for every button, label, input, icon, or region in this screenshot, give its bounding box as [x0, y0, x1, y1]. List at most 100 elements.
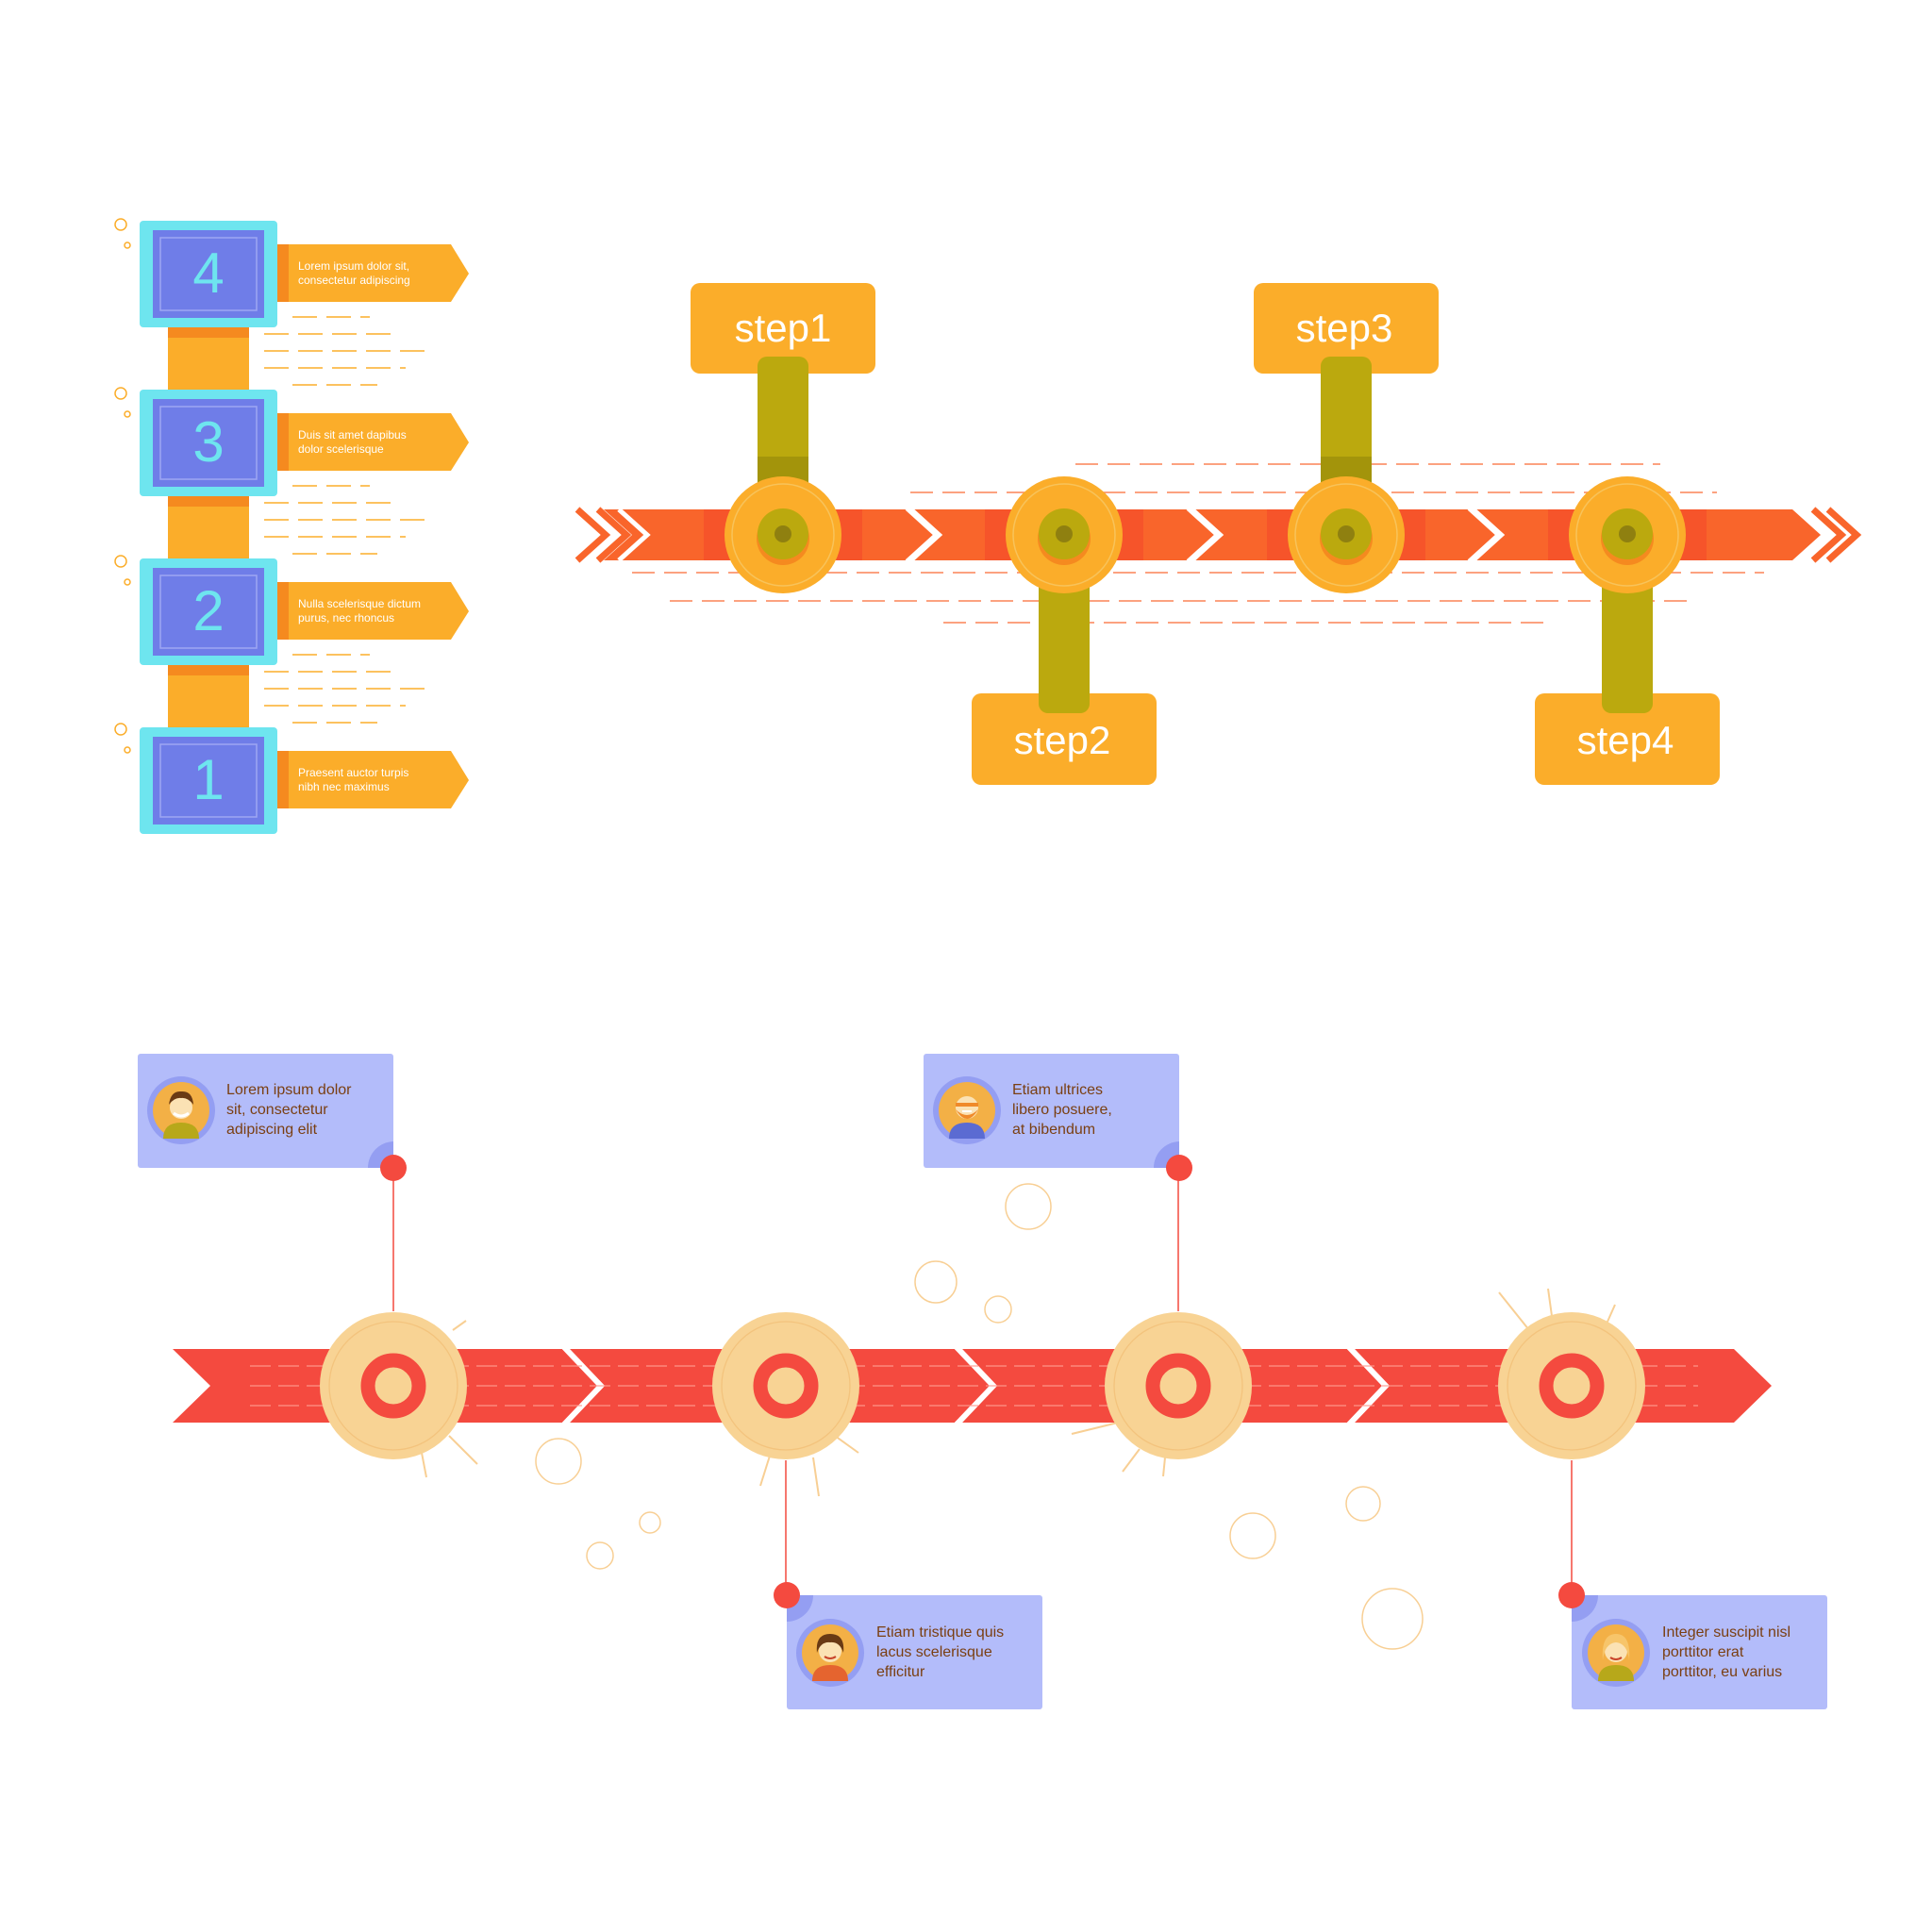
- chevron-right-icon: [905, 505, 943, 565]
- card-pin: [1558, 1582, 1585, 1608]
- step-label: step3: [1296, 306, 1393, 350]
- bubble-icon: [1345, 1486, 1381, 1522]
- step-label-box: [1254, 283, 1439, 374]
- step-text-line2: purus, nec rhoncus: [298, 611, 394, 625]
- card-text-line3: porttitor, eu varius: [1662, 1664, 1782, 1680]
- timeline-node-2: [712, 1312, 859, 1459]
- timeline-node-1: [320, 1312, 467, 1459]
- woman-avatar-icon: [796, 1619, 864, 1687]
- step-number: 4: [192, 242, 224, 305]
- vertical-step-4: 4 Lorem ipsum dolor sit, consectetur adi…: [114, 218, 469, 386]
- chevron-right-icon: [1825, 507, 1862, 563]
- card-text-line3: adipiscing elit: [226, 1122, 318, 1138]
- number-tile-inset: [159, 575, 258, 649]
- banner-edge: [275, 244, 289, 302]
- chevron-right-icon: [1186, 505, 1224, 565]
- node-target-icon: [1145, 1353, 1211, 1419]
- banner-edge: [275, 582, 289, 640]
- arrow-step-3: step3: [1254, 283, 1439, 593]
- card-text-line3: at bibendum: [1012, 1122, 1095, 1138]
- node-ring-line: [731, 483, 835, 587]
- arrow-step-1: step1: [691, 283, 875, 593]
- number-tile: [153, 568, 264, 656]
- bubble-icon: [124, 242, 131, 249]
- dash-lines: [264, 316, 434, 386]
- node-dot: [1338, 525, 1355, 542]
- step-label-box: [1535, 693, 1720, 785]
- step-banner: [275, 244, 469, 302]
- timeline-card-3: Etiam ultrices libero posuere, at bibend…: [924, 1054, 1192, 1181]
- bubble-icon: [124, 746, 131, 754]
- bubble-icon: [124, 410, 131, 418]
- step-text-line1: Duis sit amet dapibus: [298, 428, 407, 441]
- card-pin: [380, 1155, 407, 1181]
- step-text-line1: Nulla scelerisque dictum: [298, 597, 421, 610]
- card-box: [138, 1054, 393, 1168]
- node-ring-line: [1294, 483, 1398, 587]
- step-label-box: [691, 283, 875, 374]
- step-text-line2: nibh nec maximus: [298, 780, 390, 793]
- banner-edge: [275, 751, 289, 808]
- step-number: 2: [192, 579, 224, 642]
- connector-stem: [1039, 572, 1090, 713]
- card-text-line2: sit, consectetur: [226, 1102, 328, 1118]
- node-target-icon: [360, 1353, 426, 1419]
- card-box: [1572, 1595, 1827, 1709]
- node-ring-line: [1012, 483, 1116, 587]
- vertical-steps-diagram: 4 Lorem ipsum dolor sit, consectetur adi…: [114, 218, 469, 834]
- bubble-icon: [124, 578, 131, 586]
- bubble-icon: [114, 555, 127, 568]
- step-banner: [275, 751, 469, 808]
- step-label-box: [972, 693, 1157, 785]
- spine-shadow-2: [168, 495, 249, 507]
- node-ring-line: [1575, 483, 1679, 587]
- timeline-card-4: Integer suscipit nisl porttitor erat por…: [1558, 1582, 1827, 1709]
- vertical-step-1: 1 Praesent auctor turpis nibh nec maximu…: [114, 723, 469, 834]
- number-tile-inset: [159, 237, 258, 311]
- connector-lines: [392, 1167, 1573, 1594]
- bubble-icon: [1005, 1183, 1052, 1230]
- step-banner: [275, 582, 469, 640]
- dash-lines: [264, 485, 434, 555]
- step-label: step4: [1577, 718, 1674, 762]
- spine-shadow-3: [168, 664, 249, 675]
- number-tile-inset: [159, 743, 258, 818]
- card-box: [787, 1595, 1042, 1709]
- node-target-icon: [753, 1353, 819, 1419]
- node-halo-line: [328, 1321, 458, 1451]
- bubble-icon: [586, 1541, 614, 1570]
- node-halo-line: [1507, 1321, 1637, 1451]
- bubble-icon: [114, 387, 127, 400]
- card-text-line1: Etiam tristique quis: [876, 1624, 1004, 1641]
- arrow-step-2: step2: [972, 476, 1157, 785]
- banner-edge: [275, 413, 289, 471]
- chevron-right-icon: [1810, 507, 1847, 563]
- node-halo-line: [721, 1321, 851, 1451]
- chevron-left-icon: [575, 507, 611, 563]
- blonde-woman-avatar-icon: [1582, 1619, 1650, 1687]
- timeline-node-4: [1498, 1312, 1645, 1459]
- bubble-icon: [639, 1511, 661, 1534]
- chevron-right-icon: [1467, 505, 1506, 565]
- bubble-icon: [1229, 1512, 1276, 1559]
- card-text-line2: libero posuere,: [1012, 1102, 1112, 1118]
- card-text-line1: Etiam ultrices: [1012, 1082, 1103, 1098]
- spine-shadow-1: [168, 326, 249, 338]
- card-pin: [774, 1582, 800, 1608]
- dash-lines: [264, 654, 434, 724]
- chevron-left-icon: [617, 508, 651, 562]
- chevron-right-icon: [1796, 508, 1830, 562]
- man-avatar-icon: [147, 1076, 215, 1144]
- vertical-step-3: 3 Duis sit amet dapibus dolor scelerisqu…: [114, 387, 469, 555]
- card-box: [924, 1054, 1179, 1168]
- chevron-left-icon: [595, 507, 632, 563]
- step-label: step2: [1014, 718, 1111, 762]
- vertical-spine: [168, 311, 249, 745]
- bubble-icon: [114, 723, 127, 736]
- number-tile: [153, 737, 264, 824]
- step-text-line2: dolor scelerisque: [298, 442, 384, 456]
- bubble-icon: [984, 1295, 1012, 1324]
- sparkle-rays: [421, 1288, 1616, 1497]
- step-number: 1: [192, 748, 224, 811]
